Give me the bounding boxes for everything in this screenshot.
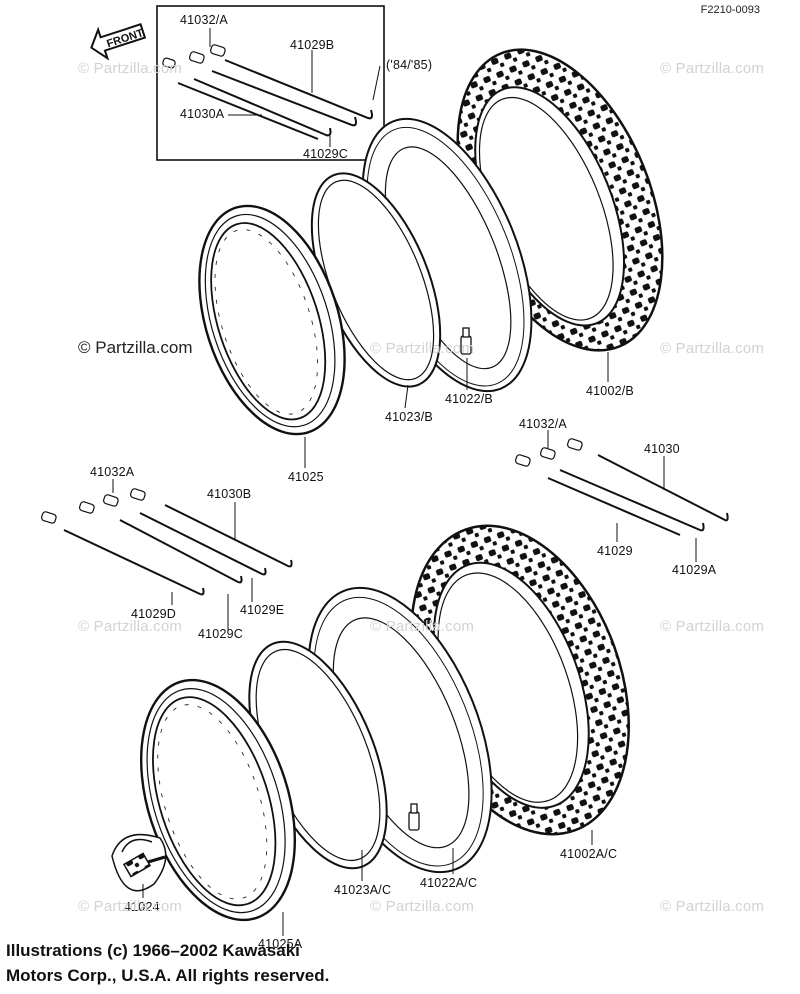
label-41032a-front: 41032/A [180,13,228,27]
watermark: © Partzilla.com [78,60,183,77]
label-41030: 41030 [644,442,680,456]
front-spokes [177,59,373,140]
watermark: © Partzilla.com [78,898,183,915]
label-41029d: 41029D [131,607,176,621]
rear-nipples-right [514,438,583,467]
label-rear-rim: 41025A [258,937,303,951]
label-41030a: 41030A [180,107,225,121]
label-41029e: 41029E [240,603,285,617]
watermark: © Partzilla.com [370,898,475,915]
watermark: © Partzilla.com [660,618,765,635]
watermark: © Partzilla.com [78,618,183,635]
spoke-inset-box [156,5,385,161]
rear-nipples-left [40,488,146,524]
rear-spokes-right [547,454,729,536]
front-direction-arrow: FRONT [86,14,150,64]
label-front-rim: 41025 [288,470,324,484]
rear-valve [408,803,420,831]
front-nipples [162,44,226,69]
label-41029c-front: 41029C [303,147,348,161]
watermark: © Partzilla.com [660,60,765,77]
label-41032a-left: 41032A [90,465,135,479]
label-rear-tube: 41022A/C [420,876,478,890]
label-41029: 41029 [597,544,633,558]
label-rear-tire: 41002A/C [560,847,618,861]
label-front-rim-band: 41023/B [385,410,433,424]
label-rim-lock: 41024 [124,900,160,914]
label-front-tube: 41022/B [445,392,493,406]
diagram-code: F2210-0093 [700,4,760,16]
label-rear-rim-band: 41023A/C [334,883,392,897]
label-front-tire: 41002/B [586,384,634,398]
label-41032a-right: 41032/A [519,417,567,431]
rear-spokes-left [63,504,293,596]
label-41029c-rear: 41029C [198,627,243,641]
rear-rim [139,678,297,922]
label-year-note: ('84/'85) [386,58,433,72]
watermark: © Partzilla.com [370,618,475,635]
front-valve [460,327,472,355]
watermark: © Partzilla.com [660,898,765,915]
watermark: © Partzilla.com [370,340,475,357]
watermark: © Partzilla.com [78,338,193,357]
label-41030b: 41030B [207,487,252,501]
watermark: © Partzilla.com [660,340,765,357]
label-41029a: 41029A [672,563,717,577]
front-rim [198,204,346,436]
rim-lock [111,833,167,892]
copyright-line-2: Motors Corp., U.S.A. All rights reserved… [6,966,330,985]
copyright-notice: Illustrations (c) 1966–2002 Kawasaki Mot… [6,938,329,988]
copyright-line-1: Illustrations (c) 1966–2002 Kawasaki [6,941,300,960]
label-41029b: 41029B [290,38,335,52]
